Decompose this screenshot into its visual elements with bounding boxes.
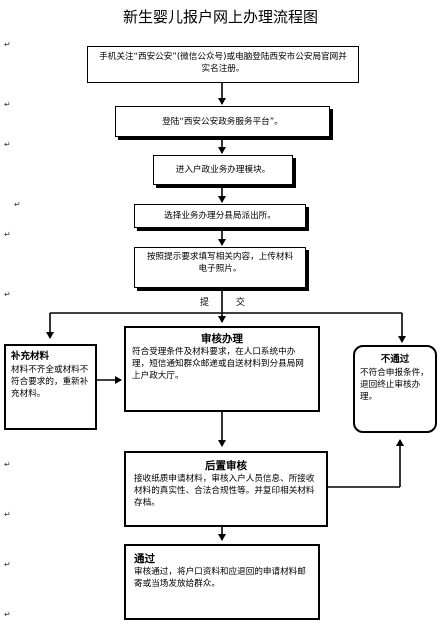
paragraph-mark: ↵ (4, 610, 11, 619)
paragraph-mark: ↵ (4, 40, 11, 49)
step-select-station: 选择业务办理分县局派出所。 (134, 204, 306, 228)
post-review-text: 接收纸质申请材料，审核入户人员信息、所接收材料的真实性、合法合规性等。并复印相关… (134, 474, 315, 508)
step-text: 选择业务办理分县局派出所。 (164, 211, 276, 221)
paragraph-mark: ↵ (4, 290, 11, 299)
post-review-heading: 后置审核 (205, 460, 247, 472)
review-heading: 审核办理 (201, 333, 243, 345)
supplement-text: 材料不齐全或材料不符合要求的，重新补充材料。 (11, 365, 89, 399)
post-review-box: 后置审核 接收纸质申请材料，审核入户人员信息、所接收材料的真实性、合法合规性等。… (124, 451, 328, 527)
paragraph-mark: ↵ (4, 510, 11, 519)
reject-box: 不通过 不符合申报条件，退回终止审核办理。 (353, 345, 437, 433)
supplement-heading: 补充材料 (11, 351, 50, 362)
step-login-platform: 登陆“西安公安政务服务平台”。 (115, 106, 330, 137)
step-text: 登陆“西安公安政务服务平台”。 (162, 117, 283, 127)
paragraph-mark: ↵ (14, 200, 21, 209)
submit-label: 提 交 (200, 298, 257, 308)
pass-heading: 通过 (134, 553, 155, 565)
paragraph-mark: ↵ (4, 140, 11, 149)
step-text: 手机关注“西安公安”(微信公众号)或电脑登陆西安市公安局官网并实名注册。 (99, 52, 347, 74)
paragraph-mark: ↵ (4, 100, 11, 109)
step-fill-upload: 按照提示要求填写相关内容，上传材料电子照片。 (134, 247, 306, 288)
step-text: 进入户政业务办理模块。 (175, 165, 271, 175)
paragraph-mark: ↵ (4, 460, 11, 469)
paragraph-mark: ↵ (4, 230, 11, 239)
pass-box: 通过 审核通过，将户口资料和应退回的申请材料邮寄或当场发放给群众。 (124, 544, 320, 620)
supplement-box: 补充材料 材料不齐全或材料不符合要求的，重新补充材料。 (4, 344, 97, 430)
step-follow-register: 手机关注“西安公安”(微信公众号)或电脑登陆西安市公安局官网并实名注册。 (87, 46, 359, 83)
review-box: 审核办理 符合受理条件及材料要求，在人口系统中办理，短信通知群众邮递或自送材料到… (124, 326, 320, 412)
paragraph-mark: ↵ (4, 560, 11, 569)
reject-heading: 不通过 (380, 354, 410, 365)
review-text: 符合受理条件及材料要求，在人口系统中办理，短信通知群众邮递或自送材料到分县局网上… (132, 347, 304, 381)
step-text: 按照提示要求填写相关内容，上传材料电子照片。 (146, 252, 294, 274)
step-enter-module: 进入户政业务办理模块。 (153, 155, 293, 185)
reject-text: 不符合申报条件，退回终止审核办理。 (360, 368, 429, 402)
pass-text: 审核通过，将户口资料和应退回的申请材料邮寄或当场发放给群众。 (134, 567, 306, 589)
page-title: 新生婴儿报户网上办理流程图 (122, 8, 318, 26)
